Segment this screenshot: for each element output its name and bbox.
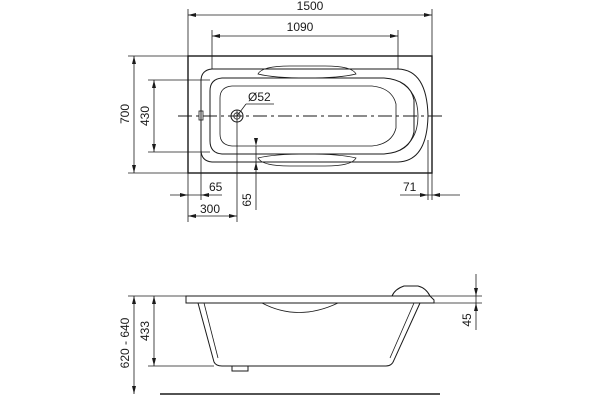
label-width: 700 bbox=[118, 104, 132, 124]
drain-pipe bbox=[231, 366, 249, 372]
dim-inner-length bbox=[211, 30, 399, 69]
top-view: 1500 1090 700 430 Ø52 bbox=[118, 0, 460, 222]
label-depth: 433 bbox=[138, 321, 152, 341]
dim-left-offset bbox=[170, 150, 222, 222]
label-rim: 45 bbox=[460, 313, 474, 327]
dim-drain-vertical bbox=[254, 138, 270, 210]
label-drain: Ø52 bbox=[248, 90, 271, 104]
tub-body-side bbox=[197, 302, 421, 367]
headrest-contour bbox=[399, 81, 419, 151]
rim-outline bbox=[185, 295, 435, 304]
basin-floor-outline bbox=[219, 85, 397, 147]
label-right-offset: 71 bbox=[403, 180, 417, 194]
basin-outer-outline bbox=[200, 68, 429, 163]
armrest-top bbox=[257, 65, 357, 79]
label-inner-length: 1090 bbox=[287, 20, 314, 34]
side-view: 620 - 640 433 45 bbox=[118, 274, 482, 395]
seat-curve bbox=[261, 302, 339, 313]
headrest-bump bbox=[391, 285, 431, 297]
overflow-mark bbox=[198, 110, 204, 121]
dim-depth bbox=[148, 296, 214, 367]
dim-right-offset bbox=[400, 140, 460, 200]
dim-drain-offset bbox=[188, 122, 238, 222]
tub-outline-top bbox=[187, 55, 433, 174]
label-drain-offset: 300 bbox=[200, 202, 220, 216]
label-inner-width: 430 bbox=[138, 106, 152, 126]
armrest-bottom bbox=[257, 153, 357, 167]
label-height: 620 - 640 bbox=[118, 317, 132, 368]
dim-rim bbox=[430, 274, 482, 330]
label-left-offset: 65 bbox=[209, 180, 223, 194]
dim-length bbox=[187, 9, 433, 56]
dim-inner-width bbox=[148, 79, 210, 153]
label-length: 1500 bbox=[297, 0, 324, 13]
dim-width bbox=[128, 55, 188, 174]
label-drain-vertical: 65 bbox=[240, 193, 254, 207]
dim-height bbox=[128, 295, 186, 394]
